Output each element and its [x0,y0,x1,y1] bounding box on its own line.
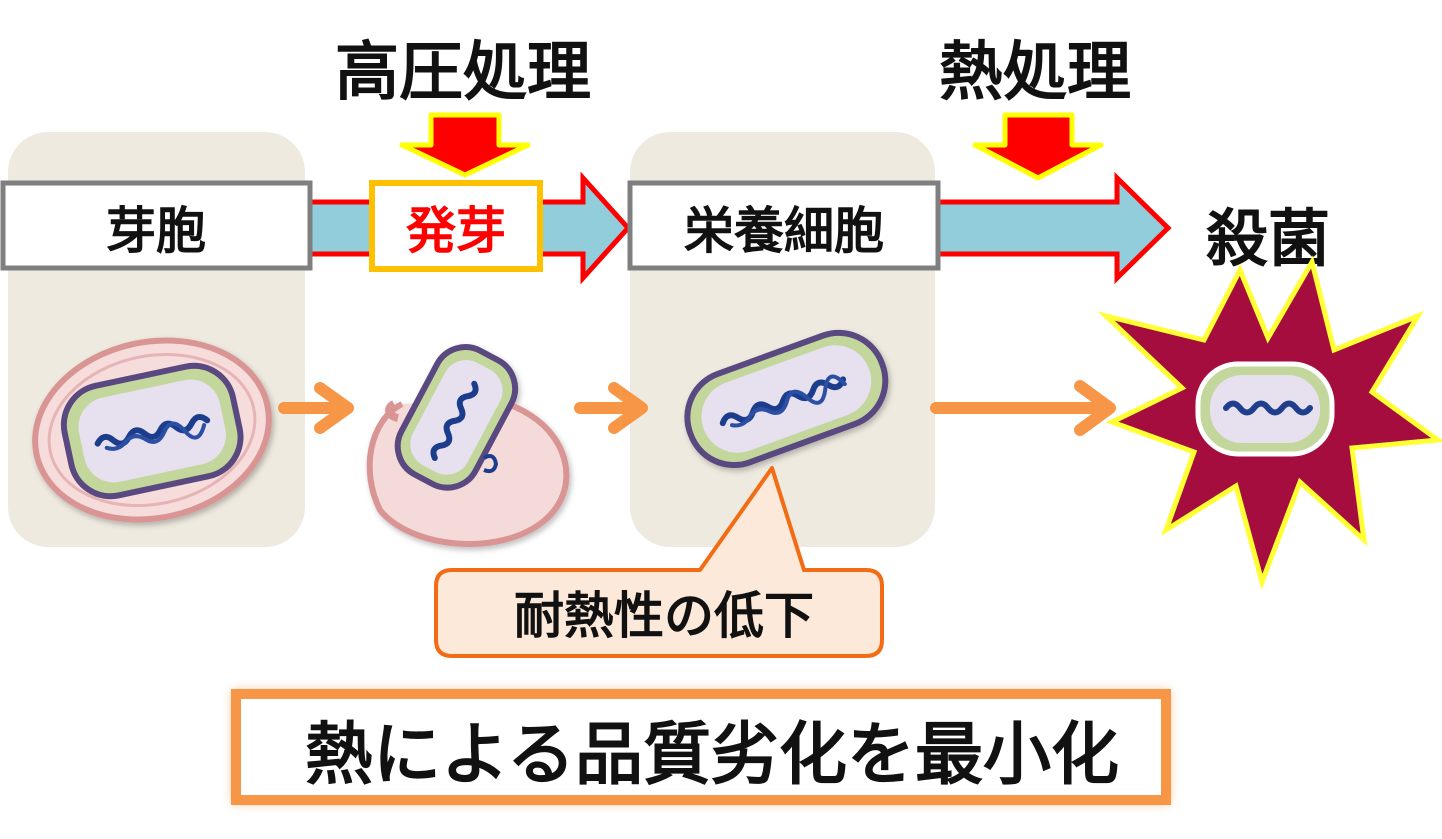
heat-resistance-label: 耐熱性の低下 [514,587,814,645]
germination-box [369,180,543,272]
heat-resistance-callout [434,466,884,658]
process-arrow-3 [930,380,1116,436]
spore-cell-illustration [32,337,272,523]
vegetative-cell-illustration [684,329,889,469]
process-arrow-1 [278,382,354,434]
vegetative-cell-box [627,180,941,271]
germination-label: 発芽 [406,202,506,260]
sterilized-cell-illustration [1195,361,1335,457]
flow-arrow-2 [935,172,1172,284]
vegetative-cell-label: 栄養細胞 [684,202,884,260]
spore-box [0,180,313,271]
heat-treatment-down-arrow [972,112,1104,181]
conclusion-box [231,689,1171,805]
heat-treatment-label: 熱処理 [939,36,1131,110]
spore-label: 芽胞 [106,202,206,260]
conclusion-label: 熱による品質劣化を最小化 [305,716,1119,795]
high-pressure-label: 高圧処理 [335,36,591,110]
germinating-cell-illustration [366,344,570,547]
process-arrow-2 [574,382,648,434]
high-pressure-down-arrow [399,112,531,178]
